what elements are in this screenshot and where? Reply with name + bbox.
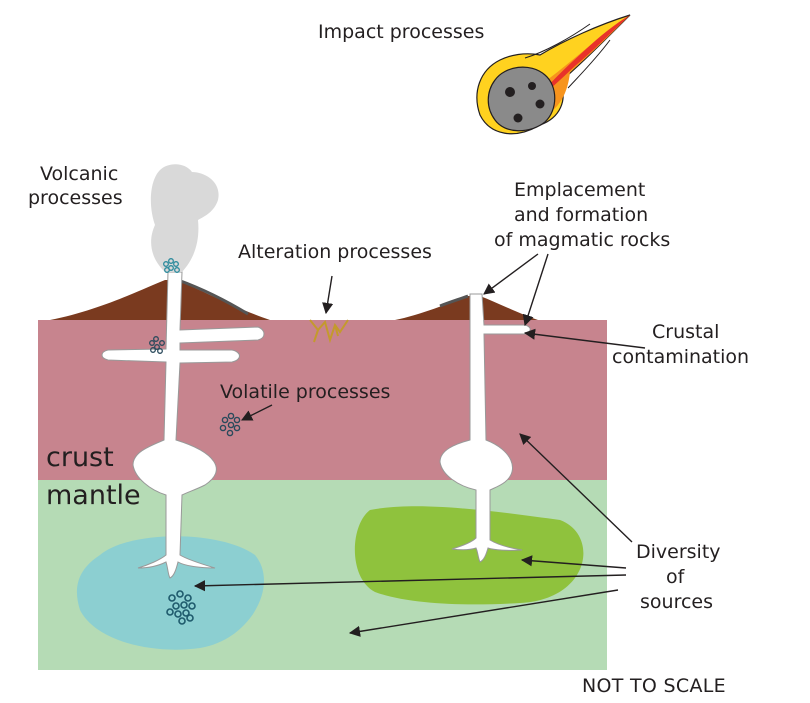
left-volcano-lava [177, 278, 249, 316]
source-bubbles [166, 590, 196, 625]
label-emplacement-line2: and formation [514, 204, 648, 226]
label-mantle: mantle [46, 480, 141, 511]
arrow-volatile [240, 404, 273, 421]
label-sources: sources [640, 591, 713, 613]
right-volcano-lava [439, 294, 469, 308]
volatile-bubbles [219, 412, 241, 437]
meteor [476, 14, 631, 135]
label-contamination: contamination [612, 346, 749, 368]
arrow-diversity-blue [193, 574, 627, 592]
arrow-diversity-mantle [348, 589, 619, 637]
arrow-diversity-crust [519, 433, 633, 543]
label-volcanic-processes: processes [28, 187, 123, 209]
label-of: of [666, 566, 686, 588]
label-emplacement-line1: Emplacement [514, 179, 645, 201]
label-volatile-processes: Volatile processes [220, 381, 390, 403]
crust-bubbles-small [149, 336, 165, 354]
right-magma-conduit [439, 293, 531, 563]
left-magma-conduit [101, 271, 265, 579]
left-volcano [50, 280, 270, 320]
right-volcano [395, 296, 538, 320]
label-emplacement-line3: of magmatic rocks [494, 229, 670, 251]
label-diversity: Diversity [636, 541, 721, 563]
label-not-to-scale: NOT TO SCALE [582, 675, 726, 697]
volcanic-plume [150, 164, 219, 272]
label-alteration-processes: Alteration processes [238, 241, 432, 263]
arrow-diversity-green [520, 555, 627, 569]
arrow-emplacement-volcano [483, 253, 539, 295]
label-crustal: Crustal [652, 321, 719, 343]
blue-source-region [76, 536, 264, 650]
label-crust: crust [46, 442, 114, 473]
crust-layer [38, 320, 607, 480]
label-impact-processes: Impact processes [318, 21, 484, 43]
alteration-roots [309, 319, 349, 344]
label-volcanic: Volcanic [40, 163, 118, 185]
green-source-region [354, 506, 584, 605]
arrow-emplacement-sill [522, 253, 549, 327]
arrow-alteration [322, 275, 334, 315]
vent-bubbles [163, 258, 180, 273]
arrows [193, 253, 646, 637]
arrow-crustal-contamination [523, 328, 646, 349]
